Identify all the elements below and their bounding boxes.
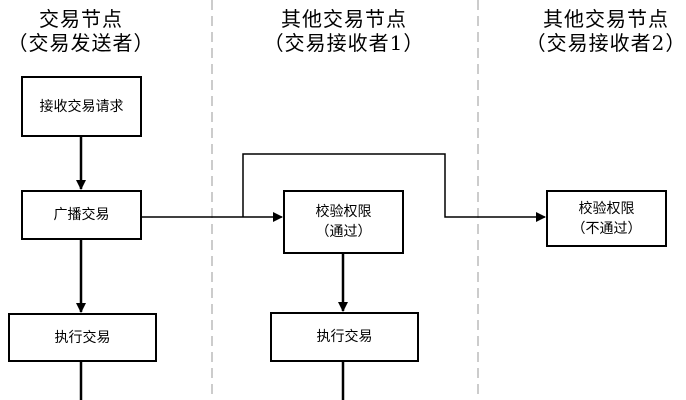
lane-subtitle: （交易发送者）	[7, 31, 155, 55]
box-label: 广播交易	[53, 207, 110, 223]
box-status: （不通过）	[571, 220, 642, 237]
box-verify-fail: 校验权限 （不通过）	[546, 190, 667, 247]
lane-subtitle: （交易接收者2）	[525, 31, 686, 55]
lane-title: 其他交易节点	[281, 7, 407, 31]
box-execute-receiver1: 执行交易	[270, 312, 419, 362]
box-label: 执行交易	[54, 329, 111, 346]
arrow-broadcast-to-receiver2	[242, 153, 546, 222]
lane-header-sender: 交易节点 （交易发送者）	[0, 7, 181, 55]
box-broadcast: 广播交易	[21, 190, 142, 240]
box-status: （通过）	[315, 224, 372, 240]
box-execute-sender: 执行交易	[8, 313, 157, 362]
lane-header-receiver2: 其他交易节点 （交易接收者2）	[506, 7, 686, 55]
box-label: 接收交易请求	[39, 98, 124, 115]
lane-title: 其他交易节点	[543, 7, 669, 31]
box-label: 校验权限	[315, 204, 372, 220]
box-label: 执行交易	[316, 329, 373, 345]
lane-title: 交易节点	[39, 7, 123, 31]
lane-subtitle: （交易接收者1）	[263, 31, 425, 55]
lane-header-receiver1: 其他交易节点 （交易接收者1）	[244, 7, 444, 55]
box-receive-request: 接收交易请求	[21, 76, 142, 137]
box-verify-pass: 校验权限 （通过）	[283, 190, 404, 254]
box-label: 校验权限	[578, 200, 635, 217]
